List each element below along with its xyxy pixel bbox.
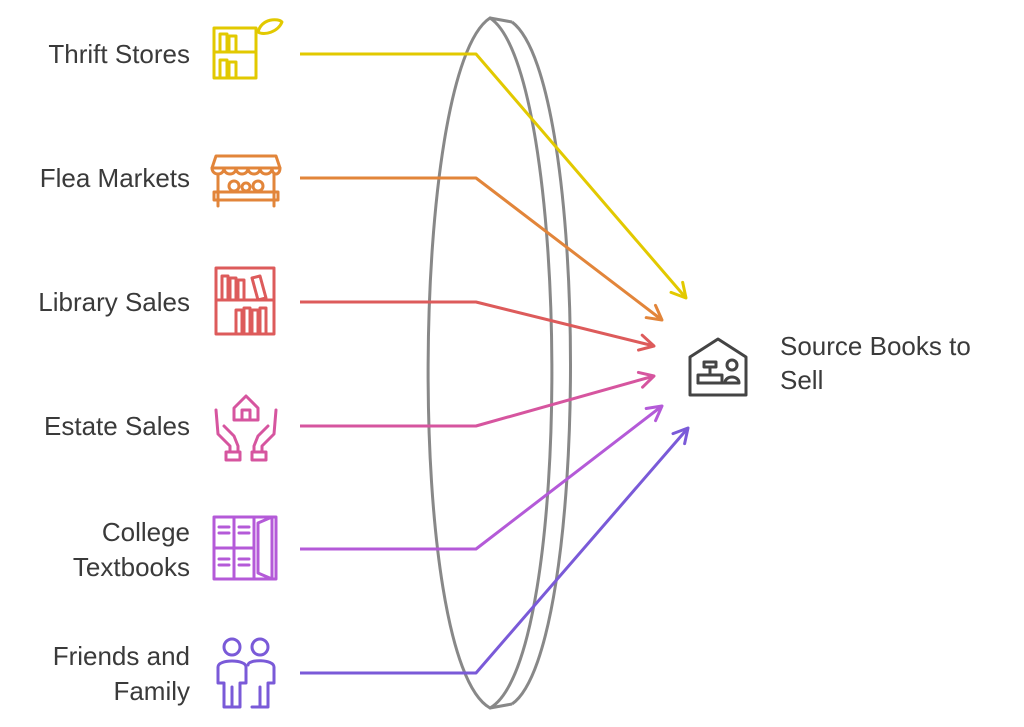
- bookstore-counter-icon: [688, 337, 748, 397]
- target-label-line-2: Sell: [780, 365, 823, 395]
- target-node: Source Books to Sell: [688, 331, 971, 397]
- source-label-4-line-1: College: [102, 517, 190, 547]
- arrow-5: [300, 426, 690, 675]
- arrow-0: [300, 52, 688, 300]
- source-label-5-line-1: Friends and: [53, 641, 190, 671]
- arrowhead: [669, 280, 688, 300]
- lens-shape: [426, 16, 572, 710]
- lens-top-edge: [489, 16, 513, 24]
- icons-layer: [210, 18, 284, 709]
- hands-house-icon: [214, 394, 278, 462]
- source-label-3-line-1: Estate Sales: [44, 411, 190, 441]
- arrow-1: [300, 176, 664, 322]
- market-stall-icon: [210, 154, 282, 208]
- source-label-5-line-2: Family: [113, 676, 190, 706]
- arrowhead: [644, 404, 664, 423]
- arrow-2: [300, 300, 656, 352]
- source-label-1-line-1: Flea Markets: [40, 163, 190, 193]
- bookshelf-icon: [214, 266, 276, 336]
- lens-front-edge: [511, 20, 572, 706]
- people-icon: [216, 637, 276, 709]
- arrowhead: [637, 333, 656, 352]
- source-label-0-line-1: Thrift Stores: [48, 39, 190, 69]
- lens-bottom-edge: [489, 702, 513, 710]
- arrowhead: [636, 370, 656, 389]
- source-label-4-line-2: Textbooks: [73, 552, 190, 582]
- source-label-2-line-1: Library Sales: [38, 287, 190, 317]
- shop-shelf-icon: [212, 18, 284, 80]
- arrowhead: [671, 426, 690, 446]
- lockers-icon: [212, 515, 278, 581]
- connector-line: [300, 427, 690, 675]
- arrow-4: [300, 404, 664, 551]
- connector-line: [300, 404, 663, 551]
- connector-line: [300, 52, 688, 299]
- connector-line: [300, 176, 663, 322]
- arrowhead: [644, 303, 664, 322]
- arrows-layer: [300, 52, 690, 675]
- connector-line: [300, 374, 655, 428]
- target-label-line-1: Source Books to: [780, 331, 971, 361]
- connector-line: [300, 300, 655, 348]
- arrow-3: [300, 370, 656, 428]
